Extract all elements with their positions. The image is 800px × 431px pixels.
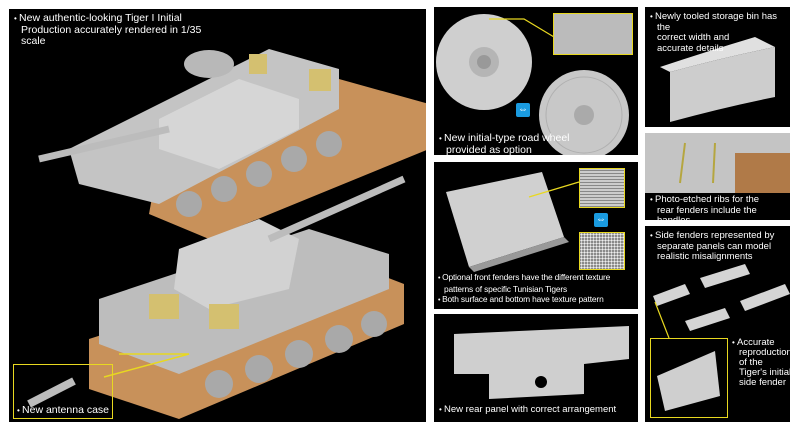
texture-inset-top [579, 168, 625, 208]
main-caption: New authentic-looking Tiger I Initial Pr… [13, 12, 203, 48]
rear-panel-panel: New rear panel with correct arrangement [434, 314, 638, 422]
storage-bin-panel: Newly tooled storage bin has thecorrect … [645, 7, 790, 127]
swap-icon: ⇔ [594, 213, 608, 227]
front-fenders-panel: ⇔ Optional front fenders have the differ… [434, 162, 638, 309]
storage-bin-caption: Newly tooled storage bin has thecorrect … [649, 11, 790, 54]
tiger-tank-renders [27, 49, 426, 419]
main-tank-panel: New authentic-looking Tiger I Initial Pr… [9, 9, 426, 422]
ribs-render [645, 133, 790, 193]
front-fenders-caption-2: Both surface and bottom have texture pat… [437, 294, 610, 306]
front-fenders-caption: Optional front fenders have the differen… [437, 272, 610, 306]
rear-panel-caption: New rear panel with correct arrangement [438, 404, 616, 416]
texture-inset-bottom [579, 232, 625, 270]
front-fender-render [446, 172, 580, 272]
rear-panel-render [454, 326, 629, 399]
antenna-case-inset: New antenna case [13, 364, 113, 419]
swap-icon: ⇔ [516, 103, 530, 117]
road-wheel-renders [436, 13, 633, 155]
side-fenders-render [653, 264, 790, 411]
side-fender-inset [650, 338, 728, 418]
wheel-detail-inset [553, 13, 633, 55]
